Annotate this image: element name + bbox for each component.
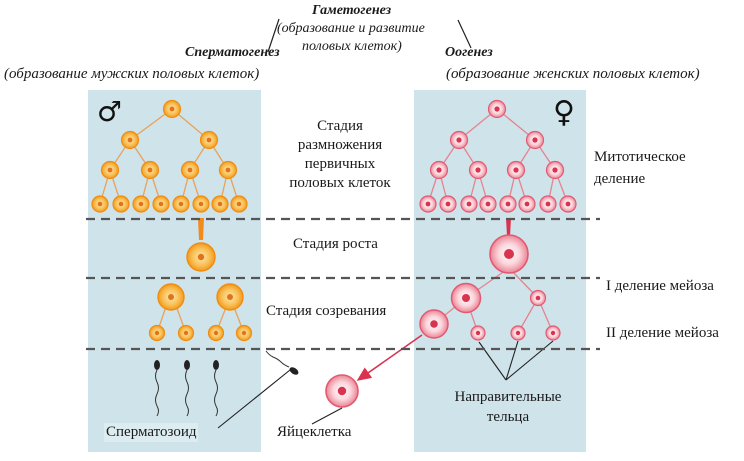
stage-growth-label: Стадия роста: [293, 236, 378, 252]
stage-maturation-label: Стадия созревания: [266, 303, 387, 319]
stage-multiplication-line: Стадия: [317, 118, 363, 134]
male-symbol-icon: ♂: [97, 95, 122, 128]
female-tree: [325, 99, 577, 408]
male-growth-arrow: [198, 218, 204, 240]
male-cells: [91, 99, 253, 342]
female-cells: [325, 99, 577, 408]
diagram-title: Гаметогенез: [312, 3, 392, 18]
female-growth-arrow: [506, 218, 511, 236]
stage-multiplication-line: первичных: [304, 155, 376, 172]
stage-multiplication-label: Стадия размножения первичных половых кле…: [270, 117, 410, 193]
female-symbol-icon: ♀: [553, 95, 575, 130]
spermatogenesis-title: Сперматогенез: [185, 45, 280, 60]
polar-bodies-label: Направительные тельца: [440, 388, 576, 428]
stage-multiplication-line: размножения: [297, 136, 383, 153]
oogenesis-title: Оогенез: [445, 45, 493, 60]
mitotic-division-line: деление: [594, 170, 646, 187]
male-tree: [91, 99, 299, 417]
sperm-label: Сперматозоид: [104, 423, 199, 442]
header-subtitle-line2: половых клеток): [302, 39, 402, 54]
male-panel: [88, 90, 261, 452]
stage-dividers: [86, 217, 600, 351]
polar-bodies-line: тельца: [486, 408, 530, 425]
egg-arrow: [356, 334, 423, 381]
mitotic-division-label: Митотическое деление: [594, 147, 686, 191]
meiosis-2-label: II деление мейоза: [606, 325, 719, 341]
meiosis-1-label: I деление мейоза: [606, 278, 714, 294]
pointer-line-left: [267, 18, 280, 53]
polar-bodies-line: Направительные: [454, 389, 562, 405]
egg-label: Яйцеклетка: [277, 424, 352, 440]
spermatogenesis-subtitle: (образование мужских половых клеток): [4, 66, 260, 82]
header-subtitle-line1: (образование и развитие: [277, 21, 425, 36]
mitotic-division-line: Митотическое: [594, 149, 686, 165]
stage-multiplication-line: половых клеток: [289, 174, 391, 191]
sperm-cells: [154, 350, 299, 417]
pointer-line-right: [457, 19, 472, 49]
oogenesis-subtitle: (образование женских половых клеток): [446, 66, 700, 82]
